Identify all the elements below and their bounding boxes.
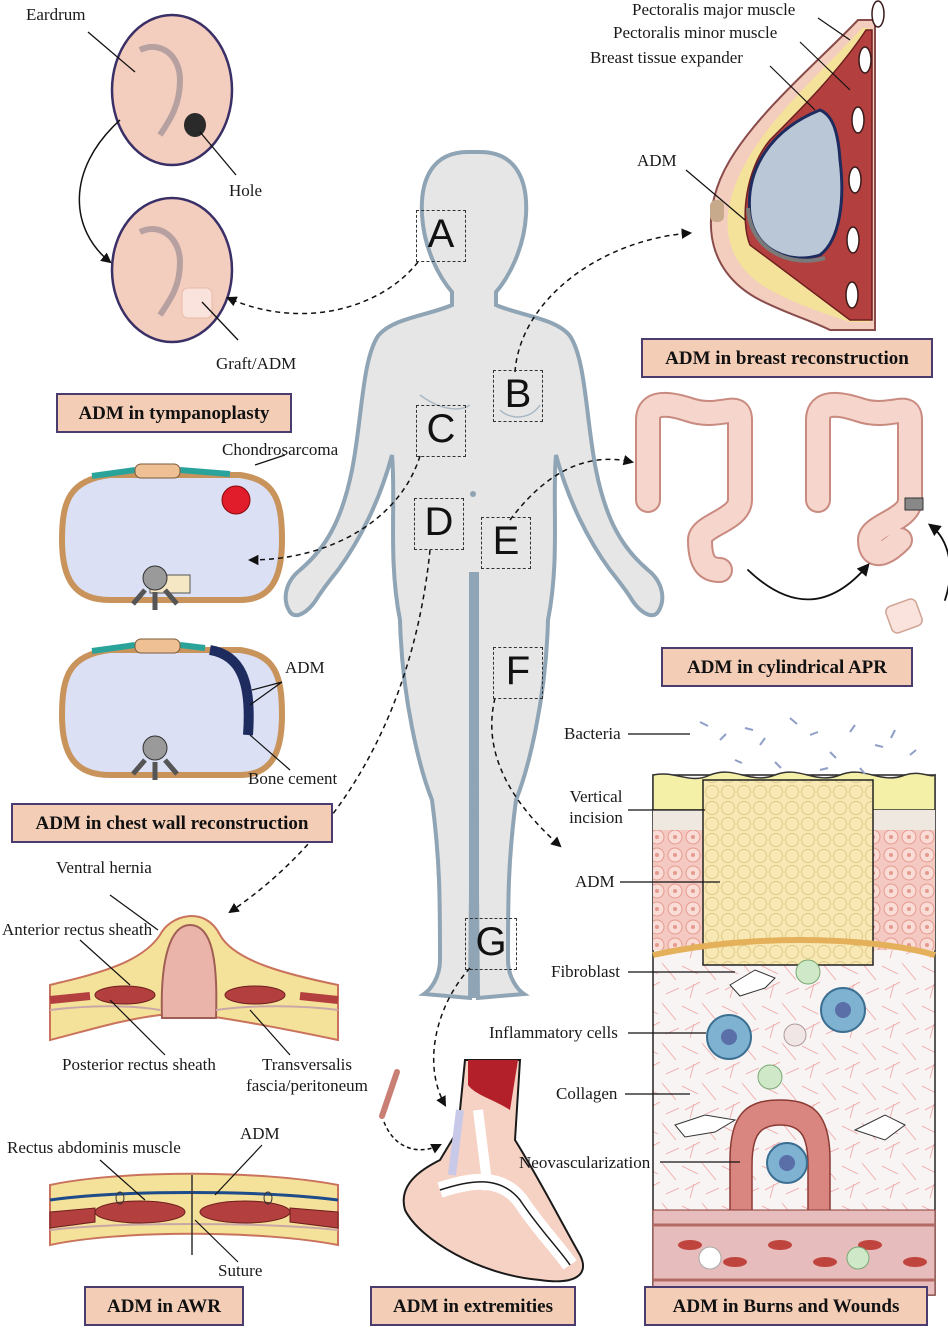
label-adm-chest: ADM — [285, 658, 325, 677]
label-transversalis-1: Transversalis — [261, 1055, 353, 1074]
label-graft: Graft/ADM — [216, 354, 297, 373]
title-awr: ADM in AWR — [84, 1286, 244, 1326]
label-anterior-rectus: Anterior rectus sheath — [2, 920, 153, 939]
hole-mark — [184, 113, 206, 137]
title-chest: ADM in chest wall reconstruction — [11, 803, 333, 843]
region-box-d: D — [414, 498, 464, 550]
label-suture: Suture — [218, 1261, 263, 1280]
label-neovascularization: Neovascularization — [519, 1153, 651, 1172]
label-bacteria: Bacteria — [564, 724, 621, 743]
title-tympanoplasty: ADM in tympanoplasty — [56, 393, 292, 433]
graft-patch — [181, 287, 213, 319]
label-ventral-hernia: Ventral hernia — [56, 858, 152, 877]
label-pectoralis-major: Pectoralis major muscle — [632, 0, 796, 19]
region-box-a: A — [416, 210, 466, 262]
label-rectus-abdominis: Rectus abdominis muscle — [7, 1138, 181, 1157]
region-box-g: G — [465, 918, 517, 970]
cells-layer — [674, 959, 906, 1141]
tissue-expander — [747, 108, 844, 260]
connector-arrows — [226, 228, 693, 1107]
label-fibroblast: Fibroblast — [551, 962, 620, 981]
region-box-c: C — [416, 405, 466, 457]
abdominal-wall-illustration — [49, 894, 339, 1263]
label-pectoralis-minor: Pectoralis minor muscle — [613, 23, 778, 42]
hernia-sac — [160, 923, 218, 1019]
label-vertical-1: Vertical — [569, 787, 623, 806]
label-adm-awr: ADM — [240, 1124, 280, 1143]
label-eardrum: Eardrum — [26, 5, 86, 24]
bacteria-particles — [699, 717, 917, 775]
label-adm-breast: ADM — [637, 151, 677, 170]
region-box-e: E — [481, 517, 531, 569]
new-vessel — [729, 1099, 831, 1231]
label-hole: Hole — [229, 181, 263, 200]
tympanoplasty-illustration — [78, 13, 239, 344]
title-burns: ADM in Burns and Wounds — [644, 1286, 928, 1326]
label-transversalis-2: fascia/peritoneum — [246, 1076, 368, 1095]
label-collagen: Collagen — [556, 1084, 618, 1103]
title-breast: ADM in breast reconstruction — [641, 338, 933, 378]
burns-wounds-illustration — [620, 717, 936, 1296]
label-vertical-2: incision — [569, 808, 623, 827]
chest-wall-illustration — [58, 454, 291, 780]
label-chondrosarcoma: Chondrosarcoma — [222, 440, 339, 459]
label-expander: Breast tissue expander — [590, 48, 743, 67]
adm-graft-block — [702, 779, 874, 966]
label-adm-burns: ADM — [575, 872, 615, 891]
region-box-b: B — [493, 370, 543, 422]
colon-illustration — [635, 391, 948, 634]
title-extremities: ADM in extremities — [370, 1286, 576, 1326]
breast-reconstruction-illustration — [685, 0, 885, 331]
label-inflammatory: Inflammatory cells — [489, 1023, 618, 1042]
human-body-figure — [283, 150, 665, 1001]
label-bone-cement: Bone cement — [248, 769, 338, 788]
title-apr: ADM in cylindrical APR — [661, 647, 913, 687]
label-posterior-rectus: Posterior rectus sheath — [62, 1055, 216, 1074]
region-box-f: F — [493, 647, 543, 699]
leg-foot-illustration — [379, 1059, 585, 1283]
